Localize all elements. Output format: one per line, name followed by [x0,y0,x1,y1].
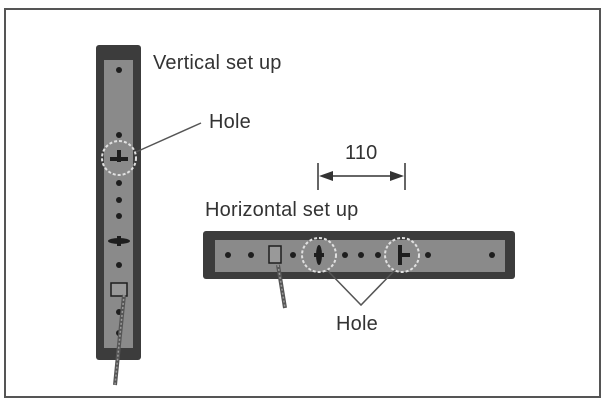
horizontal-hole-leader [326,269,396,307]
vertical-speaker-bar [96,45,141,386]
horizontal-hole-label: Hole [336,313,378,335]
dimension-label: 110 [345,142,378,164]
horizontal-setup-label: Horizontal set up [205,199,359,221]
vertical-hole-leader [135,122,202,153]
vertical-hole-label: Hole [209,111,251,133]
keyhole-icon [110,150,128,162]
keyhole-icon [314,245,324,265]
keyhole-icon [398,245,410,265]
dimension-indicator [317,163,406,190]
horizontal-speaker-bar [203,231,515,309]
vertical-setup-label: Vertical set up [153,52,282,74]
